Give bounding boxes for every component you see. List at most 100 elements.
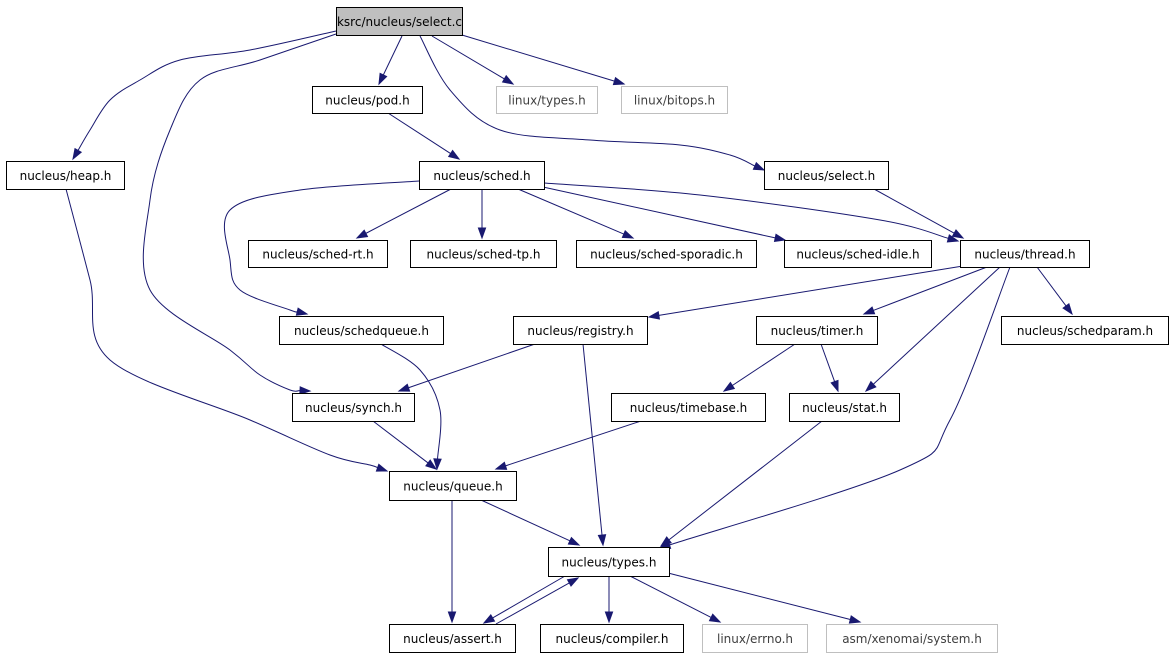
node-box	[389, 624, 516, 653]
arrowhead-icon	[378, 72, 388, 86]
node-label: nucleus/heap.h	[20, 169, 112, 183]
edge-line	[365, 188, 452, 234]
node-label: nucleus/stat.h	[802, 401, 887, 415]
edge-line	[873, 188, 955, 234]
edge-line	[542, 186, 776, 239]
arrowhead-icon	[604, 611, 614, 624]
node-label: nucleus/types.h	[562, 556, 657, 570]
node-label: nucleus/assert.h	[403, 632, 502, 646]
arrowhead-icon	[862, 306, 876, 315]
edge-line	[668, 420, 823, 541]
node-linux-errno-h[interactable]: linux/errno.h	[702, 624, 808, 653]
node-label: nucleus/schedparam.h	[1017, 324, 1153, 338]
arrowhead-icon	[375, 463, 389, 472]
edge-types_h-to-assert_h	[482, 575, 566, 624]
edge-line	[387, 112, 451, 154]
node-sched-sporadic-h[interactable]: nucleus/sched-sporadic.h	[576, 240, 757, 268]
edge-timer_h-to-stat_h	[820, 343, 839, 393]
node-timer-h[interactable]: nucleus/timer.h	[756, 316, 878, 345]
node-sched-idle-h[interactable]: nucleus/sched-idle.h	[784, 240, 932, 268]
edge-thread_h-to-registry_h	[647, 265, 964, 320]
node-label: nucleus/schedqueue.h	[294, 324, 429, 338]
node-schedparam-h[interactable]: nucleus/schedparam.h	[1001, 316, 1169, 345]
edge-heap_h-to-queue_h	[65, 188, 389, 472]
edge-line	[461, 34, 615, 82]
node-box	[621, 86, 728, 114]
node-label: nucleus/registry.h	[527, 324, 633, 338]
node-asm-system-h[interactable]: asm/xenomai/system.h	[826, 624, 998, 653]
node-label: linux/errno.h	[717, 632, 793, 646]
arrowhead-icon	[951, 229, 965, 239]
node-synch-h[interactable]: nucleus/synch.h	[292, 393, 415, 422]
edge-line	[142, 33, 337, 392]
arrowhead-icon	[299, 386, 312, 395]
edge-line	[480, 499, 571, 542]
node-heap-h[interactable]: nucleus/heap.h	[6, 161, 125, 190]
node-select-h[interactable]: nucleus/select.h	[764, 161, 889, 190]
arrowhead-icon	[621, 229, 635, 239]
edge-line	[492, 575, 566, 619]
edge-line	[372, 420, 429, 464]
node-schedqueue-h[interactable]: nucleus/schedqueue.h	[279, 316, 444, 345]
node-registry-h[interactable]: nucleus/registry.h	[513, 316, 648, 345]
node-box	[336, 7, 463, 36]
node-label: nucleus/synch.h	[305, 401, 402, 415]
node-box	[540, 624, 684, 653]
node-label: nucleus/sched-sporadic.h	[590, 248, 743, 262]
edge-timer_h-to-timebase_h	[722, 343, 796, 392]
node-label: nucleus/compiler.h	[556, 632, 669, 646]
arrowhead-icon	[708, 613, 722, 623]
edge-line	[505, 420, 642, 467]
edge-line	[65, 188, 378, 469]
edge-select_c-to-linux_bitops_h	[461, 34, 626, 86]
arrowhead-icon	[447, 611, 457, 624]
node-label: nucleus/sched-rt.h	[262, 248, 373, 262]
arrowhead-icon	[647, 311, 661, 320]
edge-line	[820, 343, 836, 382]
arrowhead-icon	[752, 161, 766, 171]
edge-line	[495, 582, 570, 625]
node-label: nucleus/sched.h	[433, 169, 530, 183]
arrowhead-icon	[482, 614, 496, 624]
node-box	[248, 240, 388, 268]
node-sched-h[interactable]: nucleus/sched.h	[419, 161, 545, 190]
edge-assert_h-to-types_h	[495, 577, 580, 625]
arrowhead-icon	[830, 379, 839, 393]
node-box	[548, 547, 670, 577]
node-stat-h[interactable]: nucleus/stat.h	[789, 393, 900, 422]
edge-thread_h-to-stat_h	[864, 266, 1001, 392]
edge-types_h-to-asm_system_h	[667, 572, 862, 624]
node-types-h[interactable]: nucleus/types.h	[548, 547, 670, 577]
node-label: nucleus/thread.h	[974, 248, 1075, 262]
edge-line	[658, 265, 964, 316]
edge-types_h-to-linux_errno_h	[629, 575, 722, 623]
node-linux-bitops-h[interactable]: linux/bitops.h	[621, 86, 728, 114]
node-thread-h[interactable]: nucleus/thread.h	[960, 240, 1090, 268]
node-box	[410, 240, 557, 268]
edge-synch_h-to-queue_h	[372, 420, 438, 470]
node-sched-rt-h[interactable]: nucleus/sched-rt.h	[248, 240, 388, 268]
edge-line	[732, 343, 796, 386]
node-box	[496, 86, 598, 114]
node-queue-h[interactable]: nucleus/queue.h	[389, 471, 517, 501]
node-pod-h[interactable]: nucleus/pod.h	[312, 86, 423, 114]
node-sched-tp-h[interactable]: nucleus/sched-tp.h	[410, 240, 557, 268]
arrowhead-icon	[501, 74, 515, 85]
edge-line	[380, 343, 442, 460]
node-select-c[interactable]: ksrc/nucleus/select.c	[336, 7, 463, 36]
edge-line	[629, 575, 712, 618]
edge-sched_h-to-schedqueue_h	[223, 180, 420, 316]
node-timebase-h[interactable]: nucleus/timebase.h	[611, 393, 766, 422]
node-assert-h[interactable]: nucleus/assert.h	[389, 624, 516, 653]
edge-sched_h-to-sched_sporadic_h	[517, 188, 635, 239]
arrowhead-icon	[477, 227, 487, 240]
node-box	[764, 161, 889, 190]
edge-thread_h-to-timer_h	[862, 266, 988, 315]
edge-line	[873, 266, 1001, 385]
node-box	[292, 393, 415, 422]
node-linux-types-h[interactable]: linux/types.h	[496, 86, 598, 114]
node-box	[960, 240, 1090, 268]
node-compiler-h[interactable]: nucleus/compiler.h	[540, 624, 684, 653]
arrowhead-icon	[355, 229, 369, 239]
